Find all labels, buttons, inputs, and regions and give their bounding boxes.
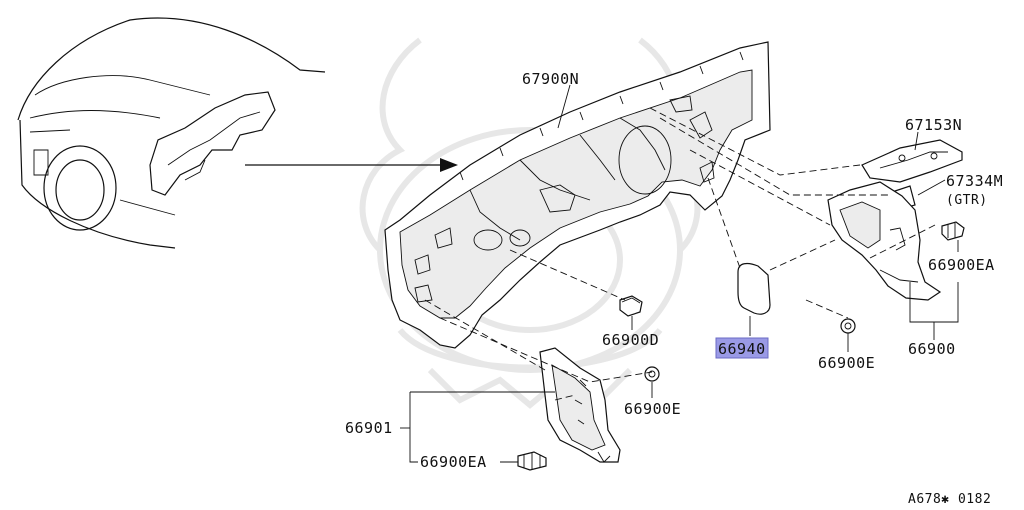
plug-part	[737, 262, 771, 315]
label-clip-e-center[interactable]: 66900E	[818, 354, 875, 372]
bracket-part	[861, 139, 963, 183]
label-side-panel-left[interactable]: 66901	[345, 419, 393, 437]
label-dash-insulator[interactable]: 67900N	[522, 70, 579, 88]
clip-ea-right-part	[941, 221, 965, 241]
side-panel-right-part	[827, 181, 942, 301]
label-clip-d[interactable]: 66900D	[602, 331, 659, 349]
label-clip-e-left[interactable]: 66900E	[624, 400, 681, 418]
label-clip-gtr[interactable]: 67334M	[946, 172, 1003, 190]
label-clip-ea-left[interactable]: 66900EA	[420, 453, 487, 471]
label-plug[interactable]: 66940	[718, 340, 766, 358]
label-ref-code: A678✱ 0182	[908, 492, 991, 507]
direction-arrow	[245, 158, 458, 172]
leader-lines	[400, 84, 959, 463]
side-panel-left-part	[539, 347, 621, 463]
car-outline	[17, 17, 326, 249]
clip-d-part	[619, 295, 643, 317]
label-gtr-note: (GTR)	[946, 193, 988, 208]
clip-ea-left-part	[517, 451, 547, 471]
dash-insulator-part	[384, 41, 771, 349]
label-side-panel-right[interactable]: 66900	[908, 340, 956, 358]
label-plug-suffix: 0	[756, 340, 766, 358]
plug-label-highlight	[715, 337, 769, 359]
label-plug-prefix: 6694	[718, 340, 756, 358]
label-bracket[interactable]: 67153N	[905, 116, 962, 134]
label-clip-ea-right[interactable]: 66900EA	[928, 256, 995, 274]
assembly-lines	[424, 107, 936, 401]
clip-e-left-part	[644, 366, 660, 382]
clip-e-center-part	[840, 318, 856, 334]
